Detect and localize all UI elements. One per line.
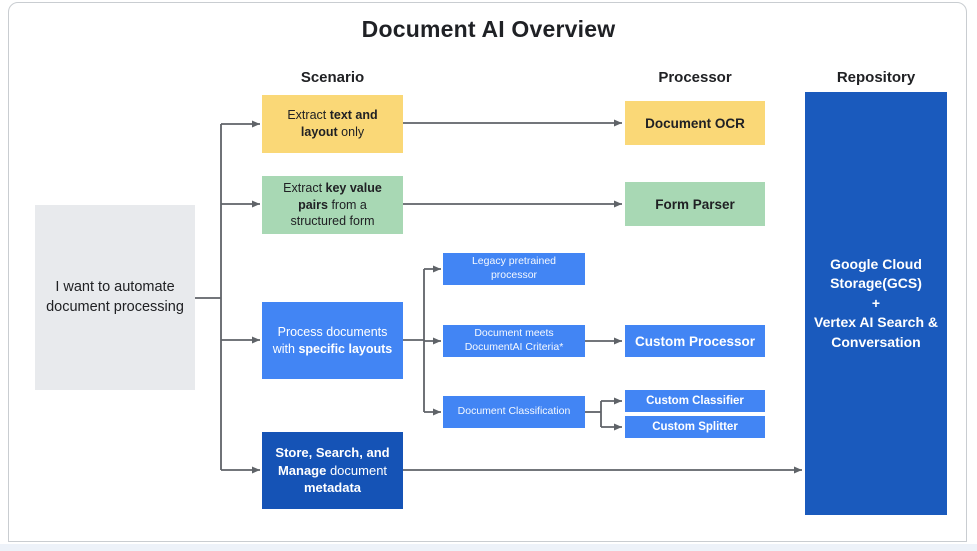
node-scenario-specific-layouts-label: Process documents with specific layouts bbox=[272, 324, 393, 356]
column-header-scenario: Scenario bbox=[300, 69, 365, 86]
node-processor-custom-classifier: Custom Classifier bbox=[625, 390, 765, 412]
node-processor-custom-classifier-label: Custom Classifier bbox=[646, 395, 744, 407]
node-scenario-extract-pairs-label: Extract key value pairs from a structure… bbox=[283, 180, 382, 229]
node-branch-document-classification: Document Classification bbox=[443, 396, 585, 428]
node-processor-document-ocr-label: Document OCR bbox=[645, 115, 745, 131]
node-processor-form-parser: Form Parser bbox=[625, 182, 765, 226]
node-processor-custom-splitter-label: Custom Splitter bbox=[652, 421, 738, 433]
node-scenario-store-metadata: Store, Search, and Manage document metad… bbox=[262, 432, 403, 509]
node-processor-custom-processor-label: Custom Processor bbox=[634, 333, 756, 349]
diagram-title: Document AI Overview bbox=[361, 16, 616, 42]
node-branch-documentai-criteria: Document meets DocumentAI Criteria* bbox=[443, 325, 585, 357]
node-repository-gcs-vertex: Google Cloud Storage(GCS) + Vertex AI Se… bbox=[805, 92, 947, 515]
node-processor-custom-splitter: Custom Splitter bbox=[625, 416, 765, 438]
node-branch-legacy-processor-label: Legacy pretrained processor bbox=[471, 255, 557, 281]
node-scenario-store-metadata-label: Store, Search, and Manage document metad… bbox=[275, 445, 390, 496]
node-scenario-extract-pairs: Extract key value pairs from a structure… bbox=[262, 176, 403, 234]
column-header-repository: Repository bbox=[836, 69, 916, 86]
node-scenario-extract-text: Extract text and layout only bbox=[262, 95, 403, 153]
node-scenario-extract-text-label: Extract text and layout only bbox=[287, 108, 378, 139]
node-processor-custom-processor: Custom Processor bbox=[625, 325, 765, 357]
node-root-goal: I want to automate document processing bbox=[35, 205, 195, 390]
node-root-goal-label: I want to automate document processing bbox=[46, 278, 184, 315]
node-repository-gcs-vertex-label: Google Cloud Storage(GCS) + Vertex AI Se… bbox=[814, 255, 938, 350]
node-branch-documentai-criteria-label: Document meets DocumentAI Criteria* bbox=[464, 327, 564, 353]
node-branch-document-classification-label: Document Classification bbox=[457, 405, 571, 418]
page-bottom-strip bbox=[0, 544, 977, 551]
node-processor-form-parser-label: Form Parser bbox=[655, 196, 735, 212]
node-scenario-specific-layouts: Process documents with specific layouts bbox=[262, 302, 403, 379]
node-processor-document-ocr: Document OCR bbox=[625, 101, 765, 145]
node-branch-legacy-processor: Legacy pretrained processor bbox=[443, 253, 585, 285]
column-header-processor: Processor bbox=[658, 69, 732, 86]
